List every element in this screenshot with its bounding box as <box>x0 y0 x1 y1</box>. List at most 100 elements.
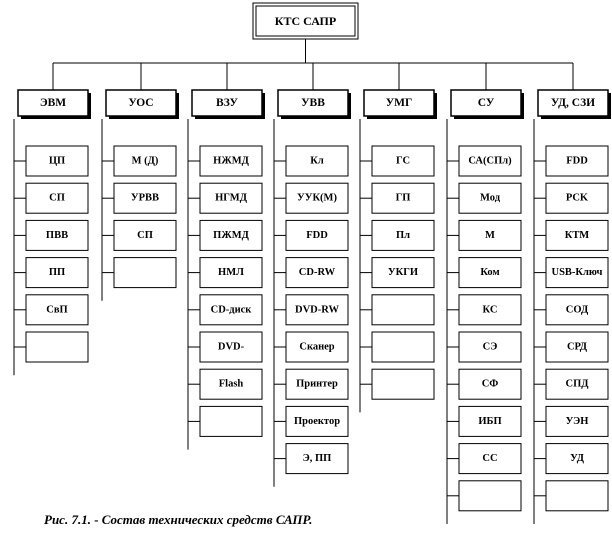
figure-caption: Рис. 7.1. - Состав технических средств С… <box>44 512 312 527</box>
item-label: DVD- <box>218 342 245 353</box>
item-label: Пл <box>396 230 410 241</box>
item-box <box>199 257 263 289</box>
item-box <box>285 219 349 251</box>
item-box <box>285 331 349 363</box>
root-box-inner <box>255 5 356 37</box>
column-header-label: ЭВМ <box>40 97 66 109</box>
item-box <box>458 145 522 177</box>
item-label: ПП <box>49 267 65 278</box>
item-label: Сканер <box>299 342 334 353</box>
item-box <box>458 331 522 363</box>
column-header-label: УВВ <box>301 97 325 109</box>
item-box <box>545 219 609 251</box>
column-header-label: УОС <box>128 97 153 109</box>
item-label: СС <box>482 453 497 464</box>
column-header-box <box>363 89 435 117</box>
item-label: FDD <box>306 230 328 241</box>
item-label: КС <box>483 304 498 315</box>
item-label: СЭ <box>483 342 498 353</box>
item-label: СП <box>137 230 153 241</box>
item-box <box>545 182 609 214</box>
item-label: Flash <box>219 379 244 390</box>
item-box <box>458 294 522 326</box>
item-box <box>199 219 263 251</box>
item-box <box>113 219 177 251</box>
item-box <box>371 219 435 251</box>
item-label: СОД <box>566 304 589 315</box>
item-label: PCK <box>566 193 589 204</box>
column-header-box <box>105 89 177 117</box>
item-label: СФ <box>482 379 499 390</box>
item-label: ПВВ <box>46 230 68 241</box>
item-box <box>371 368 435 400</box>
item-box <box>285 145 349 177</box>
item-label: СРД <box>567 342 588 353</box>
item-box <box>458 368 522 400</box>
column-header-box <box>17 89 89 117</box>
column-header-box <box>277 89 349 117</box>
item-label: USB-Ключ <box>552 267 603 278</box>
item-label: НЖМД <box>213 156 249 167</box>
item-box <box>199 405 263 437</box>
item-label: ИБП <box>478 416 501 427</box>
item-label: СвП <box>46 304 67 315</box>
item-box <box>113 257 177 289</box>
item-box <box>371 331 435 363</box>
item-box <box>199 294 263 326</box>
item-label: М (Д) <box>132 156 159 167</box>
item-box <box>285 368 349 400</box>
column-header-box <box>537 89 609 117</box>
item-box <box>113 182 177 214</box>
item-box <box>545 480 609 512</box>
column-header-box <box>450 89 522 117</box>
item-box <box>371 257 435 289</box>
item-box <box>458 480 522 512</box>
item-label: Принтер <box>296 379 338 390</box>
item-box <box>25 182 89 214</box>
item-box <box>199 182 263 214</box>
item-box <box>458 182 522 214</box>
item-box <box>458 405 522 437</box>
item-label: УУК(М) <box>297 193 337 204</box>
item-box <box>25 219 89 251</box>
item-label: ГП <box>396 193 411 204</box>
item-box <box>458 443 522 475</box>
item-label: УРВВ <box>131 193 159 204</box>
column-header-label: ВЗУ <box>216 97 238 109</box>
root-label: КТС САПР <box>275 14 336 28</box>
item-box <box>545 443 609 475</box>
item-box <box>285 257 349 289</box>
item-box <box>545 368 609 400</box>
item-label: УКГИ <box>388 267 418 278</box>
item-label: CD-RW <box>299 267 336 278</box>
item-box <box>371 294 435 326</box>
item-box <box>113 145 177 177</box>
item-box <box>25 145 89 177</box>
item-box <box>199 368 263 400</box>
column-header-label: УМГ <box>386 97 413 109</box>
item-box <box>199 145 263 177</box>
root-box-outer <box>252 2 359 40</box>
item-box <box>545 257 609 289</box>
item-box <box>458 219 522 251</box>
item-label: DVD-RW <box>295 304 339 315</box>
item-label: ЦП <box>49 156 65 167</box>
column-header-label: СУ <box>478 97 495 109</box>
item-box <box>458 257 522 289</box>
item-label: СПД <box>566 379 590 390</box>
item-box <box>285 443 349 475</box>
item-label: Кл <box>310 156 324 167</box>
item-label: Проектор <box>294 416 340 427</box>
column-header-box <box>191 89 263 117</box>
item-label: Мод <box>480 193 501 204</box>
item-label: М <box>485 230 495 241</box>
item-label: СП <box>49 193 65 204</box>
item-label: FDD <box>566 156 588 167</box>
item-box <box>199 331 263 363</box>
item-label: УЭН <box>566 416 589 427</box>
item-box <box>285 405 349 437</box>
item-label: ГС <box>396 156 410 167</box>
item-label: НГМД <box>215 193 248 204</box>
